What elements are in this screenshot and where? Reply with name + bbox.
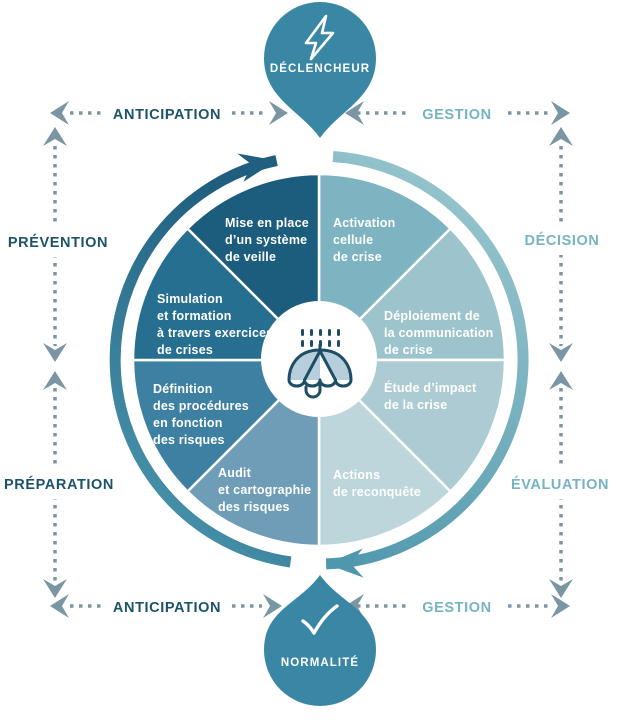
slice-label-line: Étude d’impact: [384, 380, 477, 395]
arrowhead-icon: [43, 579, 67, 598]
ring-arc-left: [109, 155, 292, 568]
label-box: [105, 97, 229, 129]
label-preparation: PRÉPARATION: [4, 476, 114, 493]
slice-label-line: de crise: [384, 343, 433, 357]
arrowhead-icon: [50, 594, 69, 618]
slice-label-line: de crise: [333, 250, 382, 264]
slice-label-line: des risques: [218, 500, 290, 514]
arrowhead-icon: [269, 101, 288, 125]
slice-label-line: la communication: [384, 326, 493, 340]
label-box: [105, 590, 229, 622]
label-gestion-top: GESTION: [422, 107, 491, 123]
trigger-pin-label: DÉCLENCHEUR: [270, 62, 370, 75]
slice-label-line: à travers exercices: [157, 326, 273, 340]
slice-label-line: Audit: [218, 466, 252, 480]
rain-icon: [301, 329, 340, 347]
arrowhead-icon: [43, 371, 67, 390]
arrowhead-icon: [43, 127, 67, 146]
label-box: [0, 467, 118, 499]
slice-label-line: Déploiement de: [384, 309, 480, 323]
slice-label-line: de veille: [225, 250, 276, 264]
slice-label-line: des procédures: [153, 399, 249, 413]
label-anticipation-top: ANTICIPATION: [113, 107, 221, 123]
slice-label-line: des risques: [153, 433, 225, 447]
label-box: [0, 225, 116, 257]
arrowhead-icon: [551, 101, 570, 125]
lightning-icon: [304, 14, 335, 61]
circuit-labels: ANTICIPATION GESTION PRÉVENTION DÉCISION…: [0, 97, 618, 622]
slice-label-line: d’un système: [225, 233, 307, 247]
slice-label-line: Activation: [333, 216, 395, 230]
arrowhead-icon: [551, 594, 570, 618]
trigger-pin: DÉCLENCHEUR: [264, 2, 376, 138]
arrowhead-icon: [549, 127, 573, 146]
label-gestion-bottom: GESTION: [422, 600, 491, 616]
slice-label-line: Mise en place: [225, 216, 309, 230]
label-box: [411, 590, 503, 622]
center-hub: [261, 301, 377, 417]
slice-label-line: cellule: [333, 233, 373, 247]
slice-label-line: et cartographie: [218, 483, 311, 497]
slice-label-line: et formation: [157, 309, 232, 323]
normality-pin-label: NORMALITÉ: [281, 656, 359, 669]
label-box: [500, 467, 618, 499]
label-anticipation-bottom: ANTICIPATION: [113, 600, 221, 616]
label-prevention: PRÉVENTION: [8, 234, 108, 251]
slice-label-line: Simulation: [157, 292, 223, 306]
slice-label-line: Définition: [153, 382, 213, 396]
normality-pin: NORMALITÉ: [264, 575, 376, 706]
ring-arc-right: [325, 151, 529, 570]
umbrella-icon: [287, 343, 353, 399]
slice-label-line: de crises: [157, 343, 213, 357]
cycle-ring: [109, 145, 529, 579]
arrowhead-icon: [549, 371, 573, 390]
slice-label-line: de reconquête: [333, 485, 421, 499]
slice-label-line: en fonction: [153, 416, 223, 430]
normality-pin-shape: [264, 575, 376, 706]
label-evaluation: ÉVALUATION: [511, 476, 609, 493]
slice-label-line: de la crise: [384, 398, 447, 412]
label-decision: DÉCISION: [525, 232, 600, 249]
label-box: [411, 97, 503, 129]
slice-labels: Activation cellule de crise Déploiement …: [153, 216, 493, 514]
arrowhead-icon: [50, 101, 69, 125]
trigger-pin-shape: [264, 2, 376, 138]
checkmark-icon: [301, 604, 339, 635]
label-box: [503, 223, 618, 255]
slice-label-line: Actions: [333, 468, 380, 482]
